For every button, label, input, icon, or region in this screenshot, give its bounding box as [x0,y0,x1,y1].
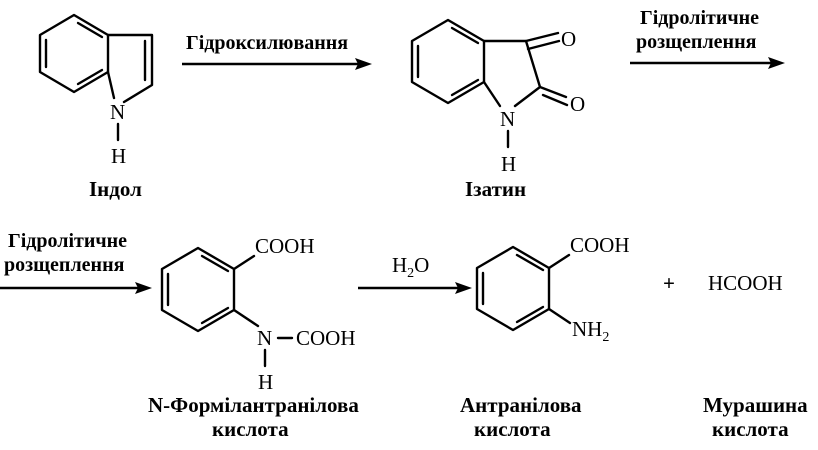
formic-name-line2: кислота [712,417,789,441]
anthranilic-name-line1: Антранілова [460,393,582,417]
formyl-cooh: COOH [255,234,315,258]
arrow1-head [355,58,372,70]
indole-hydrogen: H [111,144,126,168]
isatin-c3-o-bond [524,31,560,43]
arrow1-label: Гідроксилювання [186,32,348,54]
isatin-nitrogen: N [500,107,515,131]
formyl-inner-bond [200,254,230,273]
isatin-benzene-ring [410,18,486,105]
indole-n-bond [106,70,116,100]
arrow2-label-line2: розщеплення [636,31,757,53]
isatin-oxygen-top: O [561,27,576,51]
formyl-n-cooh: COOH [296,326,356,350]
indole-inner-bond [76,68,104,86]
anthranilic-nh2-sub: 2 [602,330,609,345]
reaction-arrow-1 [182,58,372,70]
formyl-inner-bond [200,306,230,325]
plus-sign: + [663,271,675,295]
formyl-cooh-bond [232,254,256,271]
indole-nitrogen: N [110,100,125,124]
formyl-hydrogen: H [258,370,273,394]
isatin-name: Ізатин [465,177,526,201]
isatin-inner-bond [450,26,480,45]
arrow4-label-o: O [414,253,429,277]
formyl-name-line2: кислота [212,417,289,441]
anthranilic-cooh: COOH [570,233,630,257]
indole-name: Індол [89,177,142,201]
anthranilic-benzene-ring [475,245,551,332]
anthranilic-inner-bond [515,253,545,272]
isatin-structure: O O N H [410,18,585,176]
arrow3-label-line2: розщеплення [4,254,125,276]
indole-structure: N H [38,13,154,168]
formyl-nitrogen: N [257,326,272,350]
arrow3-label-line1: Гідролітичне [8,230,127,252]
arrow4-head [455,282,472,294]
indole-pyrrole-ring [106,33,154,104]
isatin-inner-bond [450,78,480,97]
isatin-hydrogen: H [501,152,516,176]
formyl-benzene-ring [160,246,236,333]
arrow4-label: H2O [392,253,429,281]
isatin-n-bond [482,80,502,108]
isatin-oxygen-bottom: O [570,92,585,116]
reaction-arrow-3 [0,282,152,294]
anthranilic-nh2: NH2 [572,317,609,345]
formylanthranilic-structure: COOH N COOH H [160,234,356,394]
isatin-five-ring [482,39,542,108]
anthranilic-structure: COOH NH2 [475,233,630,345]
reaction-arrow-4 [358,282,472,294]
formyl-name-line1: N-Формілантранілова [148,393,359,417]
arrow2-head [768,57,785,69]
isatin-c2-o-bond [538,85,568,99]
arrow2-label-line1: Гідролітичне [640,7,759,29]
arrow4-label-sub: 2 [407,266,414,281]
arrow3-head [135,282,152,294]
reaction-arrow-2 [630,57,785,69]
anthranilic-nh2-bond [547,307,572,325]
isatin-c2-o-bond [541,93,569,107]
indole-benzene-ring [38,13,110,94]
anthranilic-name-line2: кислота [474,417,551,441]
anthranilic-nh2-text: NH [572,317,602,341]
formyl-n-bond [232,308,260,328]
anthranilic-cooh-bond [547,253,571,270]
arrow4-label-h: H [392,253,407,277]
isatin-c3-o-bond [526,39,561,51]
anthranilic-inner-bond [515,305,545,324]
indole-inner-bond [76,21,104,39]
formic-name-line1: Мурашина [703,393,808,417]
formic-formula: HCOOH [708,271,783,295]
